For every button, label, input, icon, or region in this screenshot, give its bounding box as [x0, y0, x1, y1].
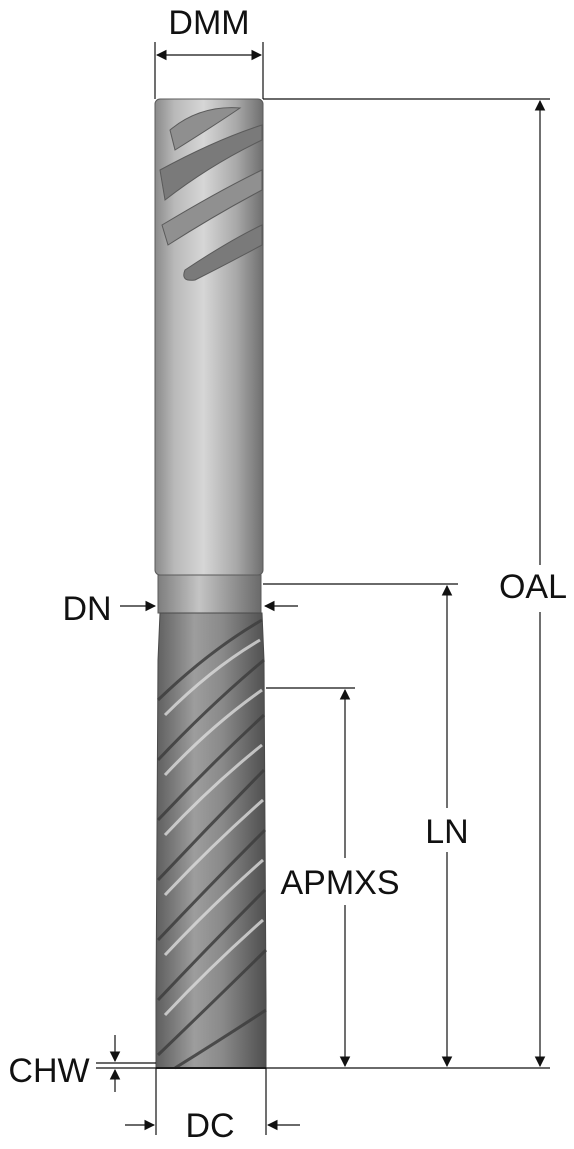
label-apmxs: APMXS	[280, 864, 399, 902]
tool-flutes	[155, 612, 267, 1069]
label-dn: DN	[62, 590, 111, 628]
flute-highlights	[163, 638, 264, 1017]
label-oal: OAL	[499, 568, 567, 606]
flute-helix-lines	[156, 618, 268, 1070]
label-dmm: DMM	[168, 4, 249, 42]
tool-neck	[157, 574, 262, 614]
shank-grooves	[159, 107, 263, 281]
label-dc: DC	[185, 1107, 234, 1145]
end-mill-tool	[154, 98, 268, 1070]
dimension-lines	[96, 42, 550, 1135]
label-ln: LN	[425, 813, 468, 851]
label-chw: CHW	[8, 1052, 89, 1090]
dimension-labels: DMM OAL DN LN APMXS CHW DC	[8, 4, 567, 1145]
